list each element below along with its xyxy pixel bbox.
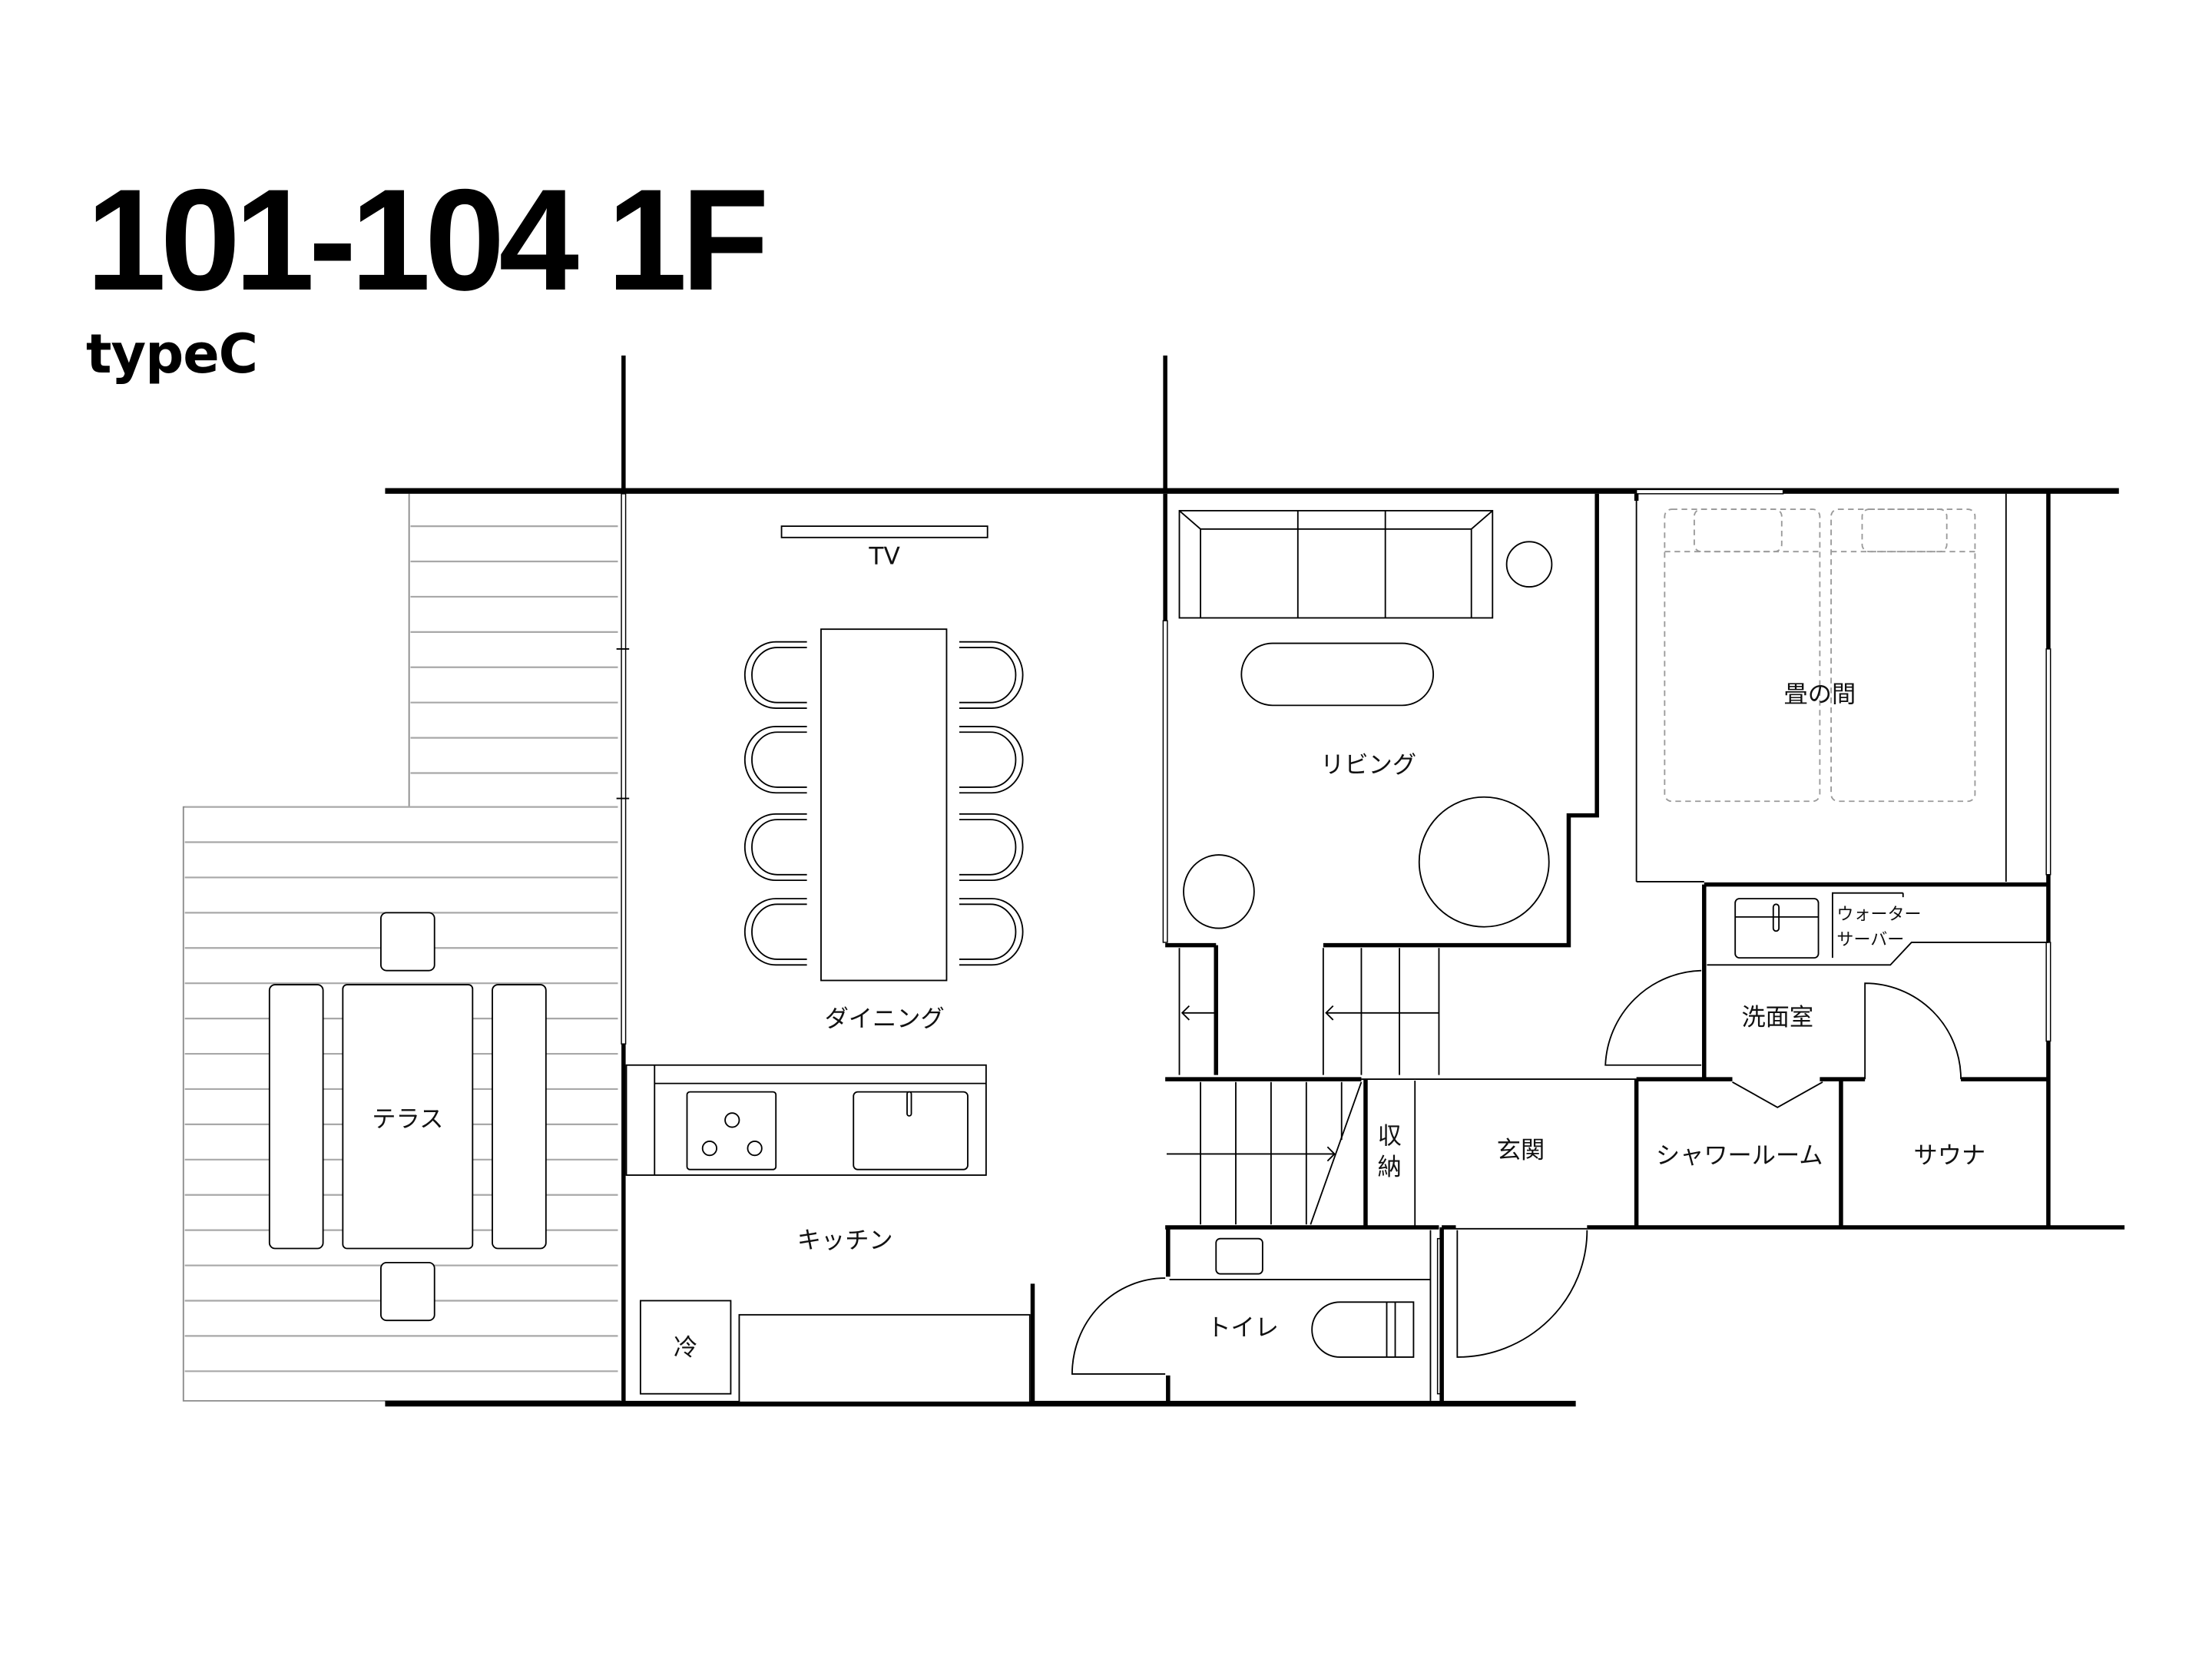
sauna-door-swing (1864, 982, 1962, 1080)
bath-area: シャワールーム サウナ (1656, 1142, 1985, 1170)
room-label-entrance: 玄関 (1497, 1137, 1545, 1164)
storage-label-1: 収 (1378, 1122, 1402, 1150)
washroom-area: ウォーター サーバー 洗面室 (1604, 892, 2048, 1108)
water-server-label-2: サーバー (1836, 931, 1904, 950)
round-table (1418, 796, 1550, 928)
living-area: リビング (1178, 509, 1553, 929)
toilet-sink (1215, 1237, 1263, 1275)
room-label-kitchen: キッチン (797, 1227, 893, 1254)
coffee-table (1240, 642, 1435, 707)
side-table (1505, 541, 1553, 588)
dining-chairs (743, 641, 1024, 966)
tv-label: TV (868, 543, 900, 571)
toilet-area: トイレ (1071, 1237, 1431, 1375)
walls (385, 355, 2125, 1407)
back-counter (738, 1313, 1031, 1403)
fridge-label: 冷 (674, 1334, 697, 1362)
terrace-stool-top (380, 912, 435, 972)
room-label-dining: ダイニング (825, 1005, 945, 1033)
toilet-bowl (1311, 1301, 1415, 1358)
room-label-terrace: テラス (372, 1105, 443, 1133)
room-label-toilet: トイレ (1207, 1314, 1279, 1342)
water-server-label-1: ウォーター (1836, 906, 1921, 925)
room-label-living: リビング (1320, 751, 1416, 779)
terrace-stool-bottom (380, 1261, 435, 1322)
entrance-area: 収 納 玄関 (1378, 1080, 1588, 1358)
dining-table (820, 628, 948, 982)
stairs (1166, 945, 1440, 1225)
room-label-tatami: 畳の間 (1784, 681, 1856, 709)
burner-icon (747, 1141, 763, 1157)
plan-subtitle: typeC (86, 323, 258, 386)
room-label-washroom: 洗面室 (1741, 1004, 1813, 1031)
toilet-door-swing (1071, 1277, 1166, 1375)
kitchen-area: キッチン 冷 (625, 1064, 1031, 1403)
room-label-shower: シャワールーム (1656, 1142, 1823, 1170)
washroom-door-swing (1604, 969, 1702, 1066)
entrance-door-swing (1456, 1230, 1588, 1358)
sofa (1178, 509, 1494, 619)
title-block: 101-104 1F typeC (86, 159, 770, 386)
stove (686, 1091, 777, 1171)
tv-unit (780, 525, 988, 538)
terrace-bench-left (268, 984, 324, 1250)
tatami-room: 畳の間 (1664, 508, 1976, 803)
burner-icon (701, 1141, 717, 1157)
round-chair (1183, 854, 1255, 929)
burner-icon (724, 1112, 740, 1128)
storage-label-2: 納 (1378, 1154, 1402, 1181)
fridge (639, 1300, 732, 1395)
terrace-bench-right (492, 984, 547, 1250)
terrace: テラス (182, 493, 621, 1402)
room-label-sauna: サウナ (1914, 1142, 1986, 1170)
dining-area: TV ダイニング (743, 525, 1024, 1033)
terrace-table (342, 984, 474, 1250)
plan-title: 101-104 1F (86, 159, 770, 320)
faucet-icon (906, 1091, 912, 1117)
wash-basin (1734, 898, 1820, 959)
shower-door-fold (1732, 1081, 1823, 1108)
faucet-icon (1772, 903, 1780, 932)
